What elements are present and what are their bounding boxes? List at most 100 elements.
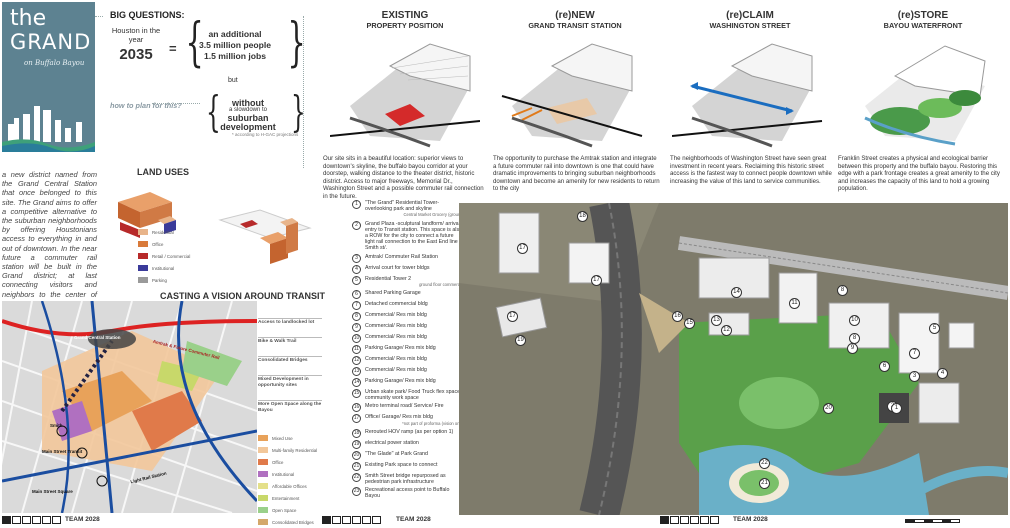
plan-marker: 7	[909, 348, 920, 359]
transit-vision-map: Grand Central Station Amtrak & Future Co…	[2, 301, 257, 513]
key-item-wrap: Parking Garage/ Res mix bldg	[365, 345, 464, 351]
but-label: but	[228, 77, 238, 84]
key-item-wrap: Existing Park space to connect	[365, 462, 464, 468]
vision-key-item: Mixed Use	[258, 432, 322, 444]
team-label: TEAM 2028	[733, 516, 768, 523]
key-number-badge: 7	[352, 301, 361, 311]
land-uses-diagram	[118, 192, 312, 264]
key-number-badge: 1	[352, 200, 361, 209]
plan-marker: 22	[759, 458, 770, 469]
land-uses-legend: Residential Office Retail / Commercial I…	[138, 226, 190, 286]
plan-key-item: 20"The Glade" at Park Grand	[352, 450, 464, 460]
key-number-badge: 17	[352, 414, 361, 424]
column-title-renew: (re)NEW	[555, 10, 595, 21]
key-item-wrap: Commercial/ Res mix bldg	[365, 323, 464, 329]
vision-key-item: Institutional	[258, 468, 322, 480]
key-item-label: Urban skate park/ Food Truck flex space/…	[365, 389, 462, 402]
key-item-label: Rerouted HOV ramp (as per option 1)	[365, 428, 454, 435]
vision-key-item: Multi-family Residential	[258, 444, 322, 456]
land-use-legend-item: Institutional	[138, 262, 190, 274]
key-item-wrap: Metro terminal road/ Service/ Fire	[365, 403, 464, 409]
plan-marker: 17	[591, 275, 602, 286]
scale-strip	[2, 516, 62, 524]
value-additional: an additional	[208, 29, 262, 39]
key-number-badge: 4	[352, 264, 361, 274]
existing-diagram	[330, 43, 480, 148]
scale-bar	[905, 519, 960, 523]
site-plan-graphic	[459, 203, 1008, 515]
key-item-label: Shared Parking Garage	[365, 290, 421, 297]
key-item-label: Commercial/ Res mix bldg	[365, 323, 427, 330]
map-label: Main Street Transit	[42, 449, 83, 454]
key-item-wrap: Detached commercial bldg	[365, 301, 464, 307]
map-label: Smith	[50, 423, 63, 428]
plan-marker: 16	[672, 311, 683, 322]
key-item-label: "The Glade" at Park Grand	[365, 450, 428, 457]
brace-right-icon: }	[287, 13, 306, 73]
plan-marker: 8	[849, 333, 860, 344]
restore-diagram	[864, 45, 986, 146]
suburban-label: suburban development	[220, 113, 276, 132]
column-title-restore: (re)STORE	[897, 10, 949, 21]
brand-panel: the GRAND on Buffalo Bayou	[2, 2, 95, 152]
key-number-badge: 13	[352, 367, 361, 377]
vision-callouts: Access to landlocked lot Bike & Walk Tra…	[258, 318, 322, 425]
plan-key-item: 6 Shared Parking Garage	[352, 290, 464, 300]
key-item-label: Amtrak/ Commuter Rail Station	[365, 253, 439, 260]
land-uses-title: LAND USES	[137, 167, 190, 177]
key-number-badge: 12	[352, 356, 361, 366]
intro-text: a new district named from the Grand Cent…	[2, 170, 97, 308]
plan-key-item: 13 Commercial/ Res mix bldg	[352, 367, 464, 377]
plan-marker: 3	[909, 371, 920, 382]
key-item-wrap: Amtrak/ Commuter Rail Station	[365, 254, 464, 260]
key-item-label: Commercial/ Res mix bldg	[365, 356, 427, 363]
big-questions-title: BIG QUESTIONS:	[110, 10, 185, 20]
key-item-wrap: Commercial/ Res mix bldg	[365, 334, 464, 340]
map-label: Main Street Square	[32, 489, 73, 494]
plan-marker: 14	[731, 287, 742, 298]
land-use-legend-item: Residential	[138, 226, 190, 238]
land-use-legend-item: Retail / Commercial	[138, 250, 190, 262]
key-number-badge: 3	[352, 253, 361, 263]
key-item-wrap: Recreational access point to Buffalo Bay…	[365, 487, 464, 499]
key-item-label: Residential Tower 2	[365, 275, 412, 282]
vision-key-item: Affordable Offices	[258, 480, 322, 492]
plan-marker: 17	[517, 243, 528, 254]
growth-values: an additional 3.5 million people 1.5 mil…	[190, 29, 280, 62]
key-item-label: Smith Street bridge repurposed as pedest…	[365, 472, 446, 486]
team-label: TEAM 2028	[65, 516, 100, 523]
dotted-connector	[303, 16, 304, 168]
vision-key-item: Open Space	[258, 504, 322, 516]
key-number-badge: 8	[352, 312, 361, 322]
casting-vision-title: CASTING A VISION AROUND TRANSIT	[160, 291, 326, 301]
key-item-label: Office/ Garage/ Res mix bldg	[365, 414, 433, 421]
key-number-badge: 6	[352, 290, 361, 300]
key-item-label: Existing Park space to connect	[365, 461, 438, 468]
houston-label: Houston in the year	[111, 26, 161, 44]
renew-diagram	[501, 43, 643, 148]
key-number-badge: 14	[352, 378, 361, 388]
column-title-reclaim: (re)CLAIM	[726, 10, 774, 21]
master-site-plan: 1817171719161413151211109887654321202221	[459, 203, 1008, 515]
key-item-wrap: Commercial/ Res mix bldg	[365, 367, 464, 373]
vision-map-key: Mixed Use Multi-family Residential Offic…	[258, 432, 322, 528]
plan-marker: 8	[837, 285, 848, 296]
plan-marker: 6	[879, 361, 890, 372]
column-subtitle-renew: GRAND TRANSIT STATION	[528, 21, 622, 30]
key-item-note: *not part of proforma (vision only)	[402, 420, 464, 426]
vision-key-item: Consolidated Bridges	[258, 516, 322, 528]
reclaim-diagram	[672, 43, 823, 148]
key-number-badge: 2	[352, 220, 361, 230]
column-text-restore: Franklin Street creates a physical and e…	[838, 155, 1000, 193]
key-item-wrap: Arrival court for tower bldgs	[365, 265, 464, 271]
vision-callout: Consolidated Bridges	[258, 356, 322, 364]
plan-marker: 12	[721, 325, 732, 336]
land-uses-building-massing	[118, 192, 312, 264]
